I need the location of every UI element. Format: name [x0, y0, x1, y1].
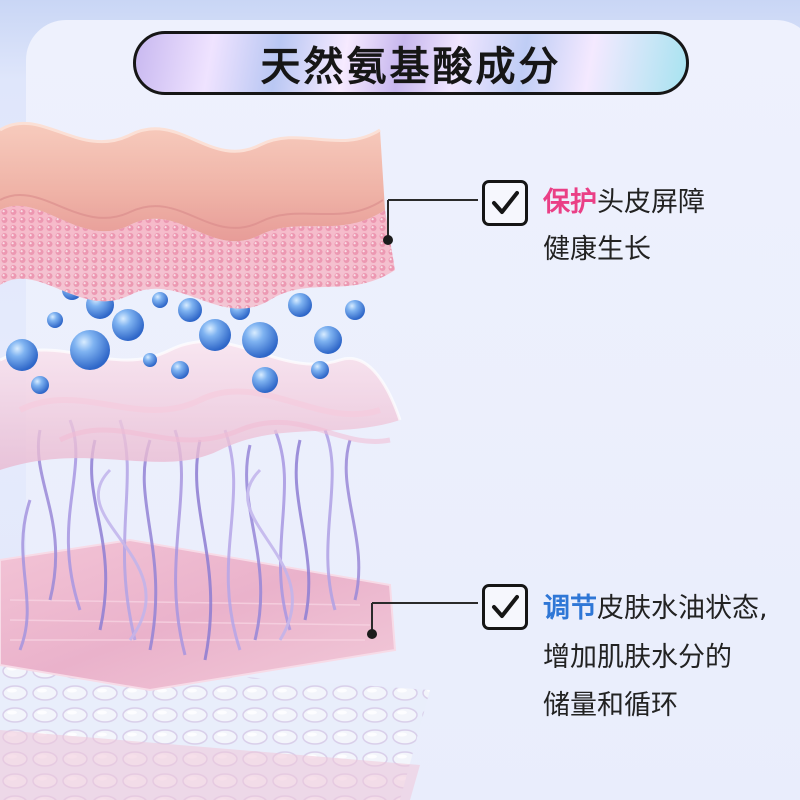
- water-bubbles: [6, 280, 365, 394]
- dermis-layer: [0, 538, 397, 692]
- callout-connector-bottom: [367, 602, 478, 639]
- callout-1-line-2: 健康生长: [543, 234, 651, 265]
- page-title: 天然氨基酸成分: [260, 44, 562, 90]
- checkmark-icon: [482, 180, 528, 226]
- cell-layer: [0, 660, 430, 800]
- callout-connector-top: [383, 199, 478, 245]
- callout-1-rest: 头皮屏障: [597, 187, 705, 218]
- callout-1-line-1: 保护头皮屏障: [543, 180, 705, 219]
- epidermis-layer: [0, 121, 395, 309]
- callout-2-accent: 调节: [543, 593, 597, 624]
- title-banner: 天然氨基酸成分: [133, 31, 689, 95]
- callout-2-line-2: 增加肌肤水分的: [543, 642, 732, 673]
- checkmark-icon: [482, 584, 528, 630]
- collagen-fibers: [18, 419, 361, 661]
- callout-2-rest: 皮肤水油状态,: [597, 593, 768, 624]
- callout-2-line-3: 储量和循环: [543, 690, 678, 721]
- callout-2-line-1: 调节皮肤水油状态,: [543, 586, 768, 625]
- gel-layer: [0, 339, 402, 470]
- callout-1-accent: 保护: [543, 187, 597, 218]
